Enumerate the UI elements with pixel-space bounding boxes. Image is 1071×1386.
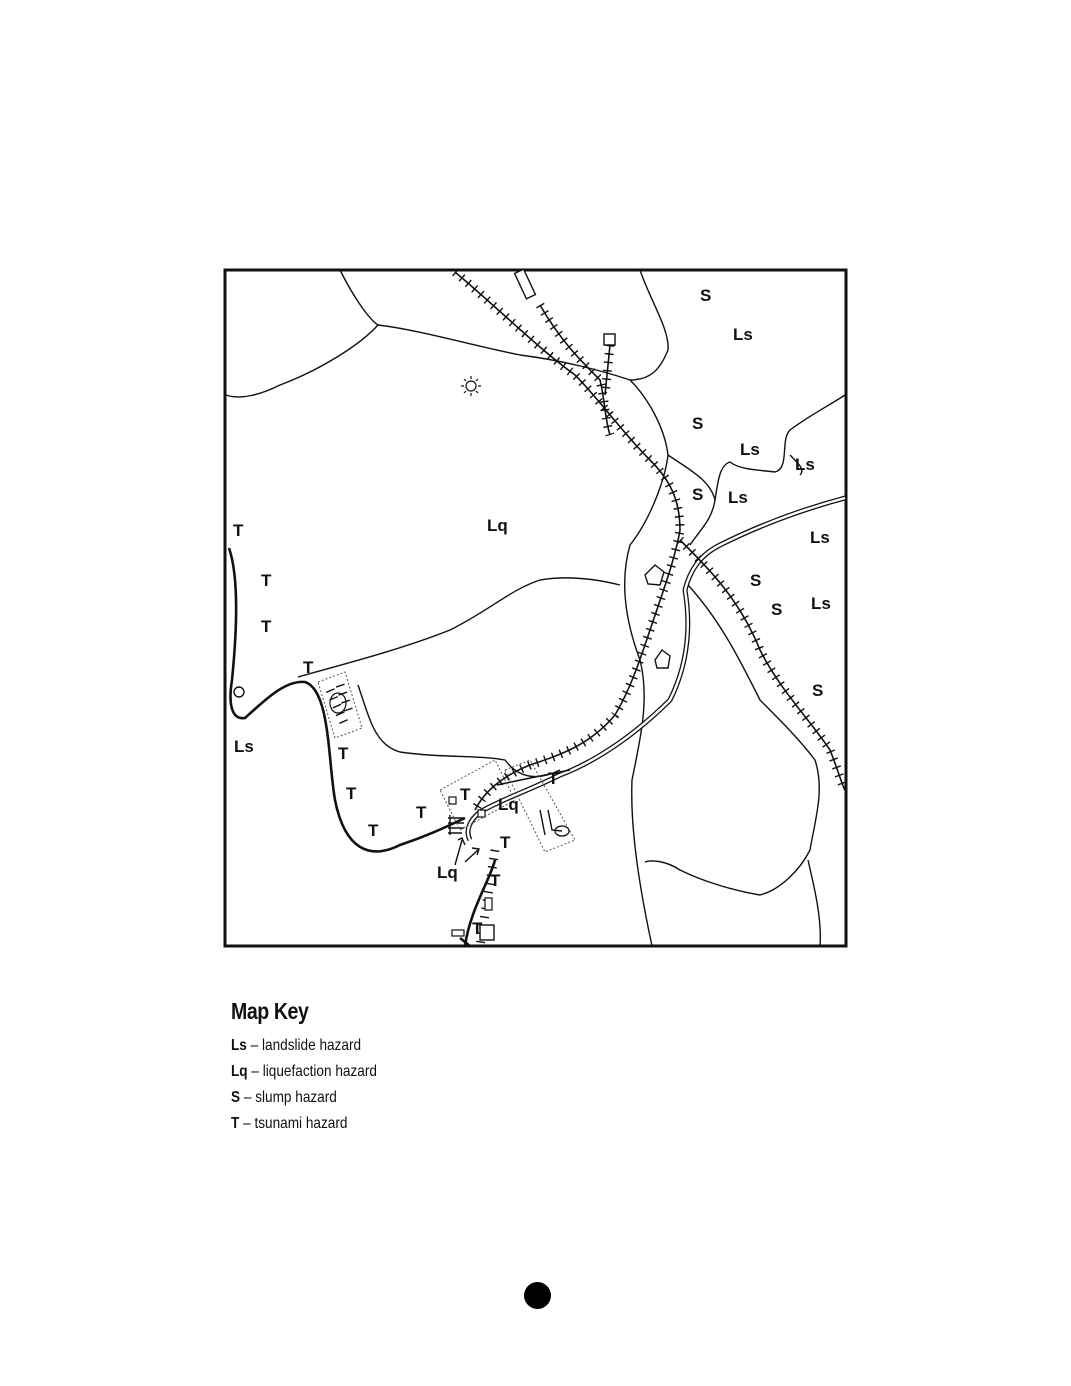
map-label: Ls xyxy=(810,528,830,547)
building xyxy=(644,564,665,586)
key-desc: – liquefaction hazard xyxy=(251,1063,377,1080)
map-label: Ls xyxy=(234,737,254,756)
building xyxy=(484,897,493,911)
map-label: Ls xyxy=(795,455,815,474)
building xyxy=(477,809,486,818)
building xyxy=(603,333,616,346)
map-key: Map Key Ls – landslide hazard Lq – lique… xyxy=(231,998,403,1137)
key-item-landslide: Ls – landslide hazard xyxy=(231,1033,377,1059)
map-label: S xyxy=(700,286,711,305)
key-item-liquefaction: Lq – liquefaction hazard xyxy=(231,1059,377,1085)
key-desc: – slump hazard xyxy=(243,1089,337,1106)
key-code: Ls xyxy=(231,1037,247,1054)
map-label: Lq xyxy=(437,863,458,882)
key-code: S xyxy=(231,1089,241,1106)
map-frame xyxy=(223,268,848,948)
mine-symbol-icon xyxy=(461,376,481,396)
key-desc: – tsunami hazard xyxy=(243,1115,348,1132)
map-label: T xyxy=(261,617,272,636)
map-label: S xyxy=(771,600,782,619)
map-label: T xyxy=(261,571,272,590)
key-desc: – landslide hazard xyxy=(250,1037,362,1054)
map-label: T xyxy=(338,744,349,763)
map-label: T xyxy=(490,871,501,890)
map-label: T xyxy=(548,769,559,788)
map-label: S xyxy=(812,681,823,700)
map-label: T xyxy=(500,833,511,852)
map-key-title: Map Key xyxy=(231,998,309,1024)
harbor-marker xyxy=(233,686,245,698)
map-label: Lq xyxy=(487,516,508,535)
building xyxy=(479,924,495,941)
building xyxy=(448,796,457,805)
building xyxy=(654,649,671,669)
map-label: Ls xyxy=(733,325,753,344)
key-item-slump: S – slump hazard xyxy=(231,1085,377,1111)
key-item-tsunami: T – tsunami hazard xyxy=(231,1111,377,1137)
building xyxy=(513,268,537,300)
map-label: T xyxy=(368,821,379,840)
map-label: Ls xyxy=(728,488,748,507)
map-label: T xyxy=(346,784,357,803)
map-label: T xyxy=(233,521,244,540)
map-label: Lq xyxy=(498,795,519,814)
stream xyxy=(225,269,380,398)
railway xyxy=(325,268,850,947)
coastline xyxy=(227,547,466,853)
key-code: Lq xyxy=(231,1063,248,1080)
map-label: T xyxy=(416,803,427,822)
page-marker-dot xyxy=(524,1282,551,1309)
building xyxy=(451,929,465,937)
hazard-labels: S Ls S Ls Ls S Ls Ls S S Ls S T Lq T T T… xyxy=(233,286,831,938)
map-label: T xyxy=(303,658,314,677)
map-label: S xyxy=(692,485,703,504)
key-code: T xyxy=(231,1115,240,1132)
map-label: S xyxy=(750,571,761,590)
map-label: Ls xyxy=(740,440,760,459)
map-label: T xyxy=(460,785,471,804)
map-label: Ls xyxy=(811,594,831,613)
map-label: T xyxy=(472,919,483,938)
map-label: S xyxy=(692,414,703,433)
